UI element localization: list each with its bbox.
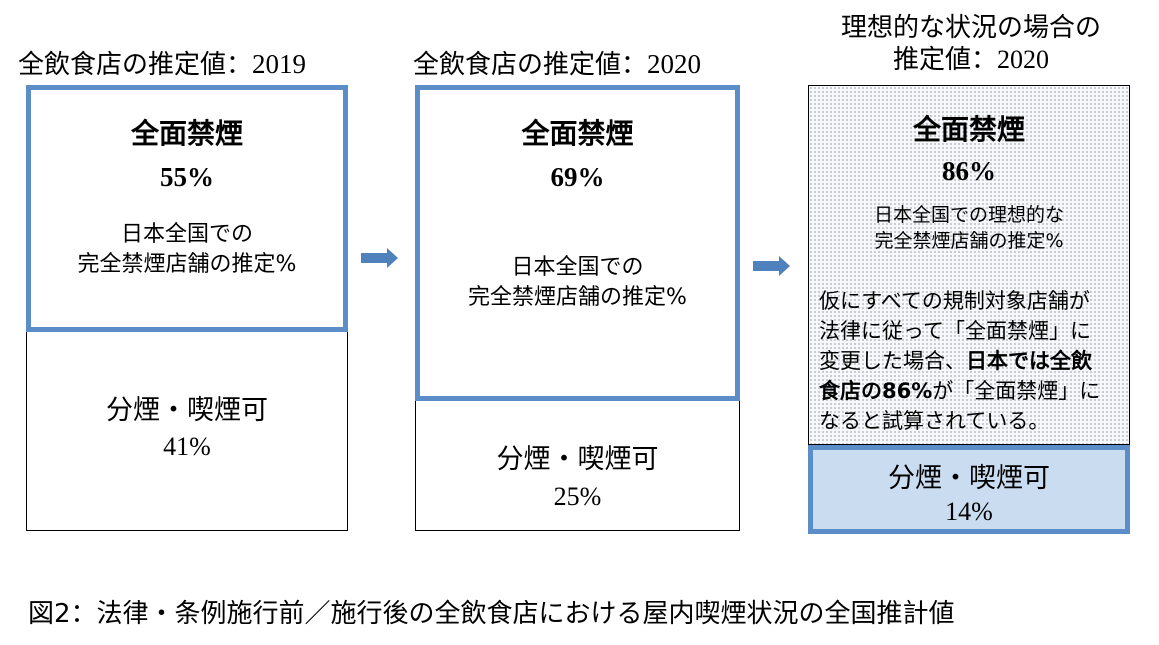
column-2019-smoke-free-box: 全面禁煙 55% 日本全国での 完全禁煙店舗の推定% bbox=[26, 85, 348, 332]
smoking-allowed-percent: 41% bbox=[163, 432, 211, 461]
column-2019-title: 全飲食店の推定値：2019 bbox=[18, 49, 307, 80]
smoke-free-heading: 全面禁煙 bbox=[912, 113, 1025, 146]
smoking-allowed-heading: 分煙・喫煙可 bbox=[888, 463, 1050, 494]
column-ideal-smoke-free-box: 全面禁煙 86% 日本全国での理想的な 完全禁煙店舗の推定% 仮にすべての規制対… bbox=[808, 85, 1130, 445]
column-ideal-title: 理想的な状況の場合の 推定値：2020 bbox=[840, 13, 1101, 75]
smoke-free-description: 日本全国での 完全禁煙店舗の推定% bbox=[77, 222, 297, 277]
projection-note: 仮にすべての規制対象店舗が 法律に従って「全面禁煙」に 変更した場合、日本では全… bbox=[819, 289, 1101, 433]
smoke-free-heading: 全面禁煙 bbox=[521, 117, 634, 150]
smoke-free-description: 日本全国での理想的な 完全禁煙店舗の推定% bbox=[873, 204, 1064, 252]
column-2020-smoke-free-box: 全面禁煙 69% 日本全国での 完全禁煙店舗の推定% bbox=[415, 85, 740, 401]
smoke-free-percent: 69% bbox=[550, 162, 605, 192]
figure-caption: 図2：法律・条例施行前／施行後の全飲食店における屋内喫煙状況の全国推計値 bbox=[28, 599, 955, 629]
arrow-right-icon bbox=[753, 256, 790, 276]
smoke-free-description: 日本全国での 完全禁煙店舗の推定% bbox=[468, 255, 687, 310]
smoking-allowed-heading: 分煙・喫煙可 bbox=[106, 395, 268, 426]
column-2020-title: 全飲食店の推定値：2020 bbox=[413, 49, 702, 80]
column-ideal-smoking-allowed-box: 分煙・喫煙可 14% bbox=[808, 445, 1130, 534]
smoking-allowed-heading: 分煙・喫煙可 bbox=[496, 444, 659, 475]
smoking-allowed-percent: 14% bbox=[945, 497, 993, 526]
arrow-right-icon bbox=[361, 248, 398, 268]
smoking-allowed-percent: 25% bbox=[553, 482, 602, 511]
smoke-free-percent: 86% bbox=[942, 156, 996, 186]
smoke-free-percent: 55% bbox=[160, 162, 214, 192]
smoke-free-heading: 全面禁煙 bbox=[130, 117, 243, 150]
